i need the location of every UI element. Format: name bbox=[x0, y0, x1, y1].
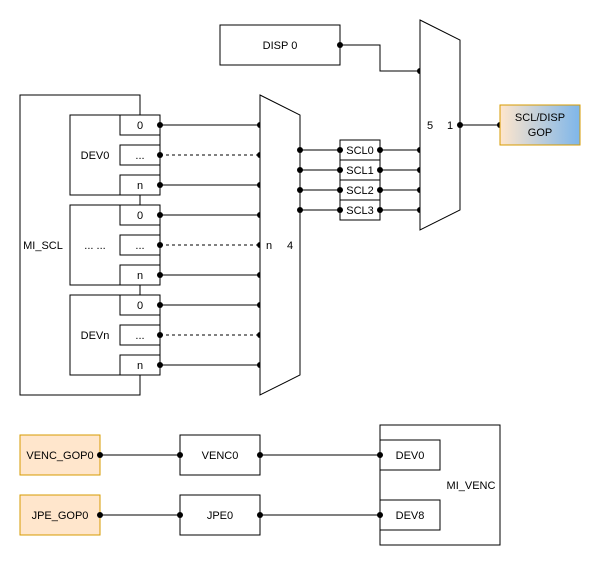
port-label: n bbox=[137, 180, 143, 192]
scl-disp-gop-label-line2: GOP bbox=[528, 127, 552, 139]
mi-venc-dev8-label: DEV8 bbox=[396, 510, 425, 522]
venc-connector-dots bbox=[97, 452, 383, 458]
jpe-gop0-label: JPE_GOP0 bbox=[32, 510, 89, 522]
port-label: ... bbox=[135, 240, 144, 252]
device-label: DEVn bbox=[81, 330, 110, 342]
scl-box-label: SCL0 bbox=[346, 145, 374, 157]
connector-dot bbox=[337, 42, 343, 48]
mux-right bbox=[419, 19, 461, 231]
venc0-label: VENC0 bbox=[202, 450, 239, 462]
port-label: 0 bbox=[137, 210, 143, 222]
jpe-connector-dots bbox=[97, 512, 383, 518]
mi-venc-dev8-box bbox=[379, 499, 441, 531]
venc0-box bbox=[179, 434, 261, 476]
jpe0-label: JPE0 bbox=[207, 510, 233, 522]
venc-gop0-label: VENC_GOP0 bbox=[26, 450, 93, 462]
jpe0-box bbox=[179, 494, 261, 536]
mi-scl-label: MI_SCL bbox=[23, 240, 63, 252]
port-label: ... bbox=[135, 150, 144, 162]
scl-box-label: SCL3 bbox=[346, 205, 374, 217]
mux-right-output-label: 1 bbox=[447, 120, 453, 132]
disp-connector bbox=[340, 44, 420, 72]
mux-left bbox=[259, 94, 301, 396]
scl-disp-gop-label-line1: SCL/DISP bbox=[515, 112, 565, 124]
mi-venc-label: MI_VENC bbox=[447, 480, 496, 492]
mi-venc-dev0-box bbox=[379, 439, 441, 471]
scl-disp-gop-box bbox=[499, 104, 581, 146]
port-connectors bbox=[160, 124, 260, 366]
scl-box-label: SCL2 bbox=[346, 185, 374, 197]
mi-venc-dev0-label: DEV0 bbox=[396, 450, 425, 462]
mux-left-output-label: 4 bbox=[287, 240, 293, 252]
connector-dot bbox=[457, 122, 463, 128]
jpe-gop0-box bbox=[19, 494, 101, 536]
disp-box bbox=[219, 24, 341, 66]
port-label: n bbox=[137, 270, 143, 282]
mux-right-input-label: 5 bbox=[427, 120, 433, 132]
scl-box-group: SCL0 SCL1 SCL2 SCL3 bbox=[339, 139, 381, 221]
port-label: 0 bbox=[137, 120, 143, 132]
scl-box-label: SCL1 bbox=[346, 165, 374, 177]
mux-left-input-label: n bbox=[266, 240, 272, 252]
device-group-1: ... ... 0 ... n bbox=[69, 204, 161, 286]
port-label: ... bbox=[135, 330, 144, 342]
device-label: DEV0 bbox=[81, 150, 110, 162]
device-label: ... ... bbox=[84, 240, 105, 252]
device-group-0: DEV0 0 ... n bbox=[69, 114, 161, 196]
device-group-2: DEVn 0 ... n bbox=[69, 294, 161, 376]
scl-connectors bbox=[300, 149, 420, 211]
port-label: 0 bbox=[137, 300, 143, 312]
venc-gop0-box bbox=[19, 434, 101, 476]
disp-label: DISP 0 bbox=[263, 40, 298, 52]
port-label: n bbox=[137, 360, 143, 372]
